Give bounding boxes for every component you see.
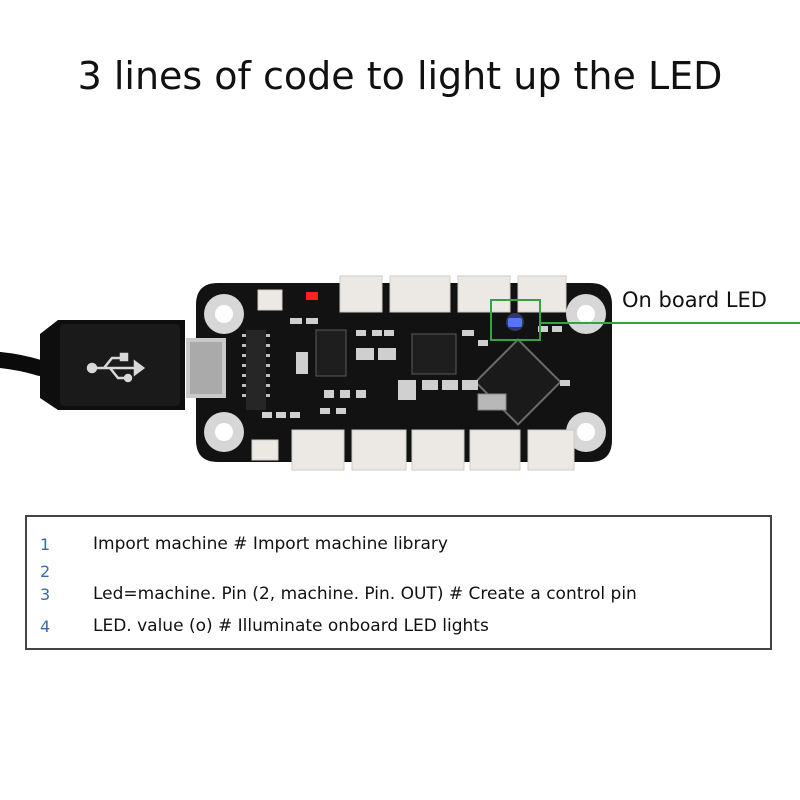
ic-chip-center — [411, 333, 457, 375]
line-number: 3 — [40, 584, 51, 604]
ic-chip-middle — [315, 329, 347, 377]
ic-chip-left — [242, 330, 270, 410]
button — [398, 380, 416, 400]
smd-components — [262, 318, 570, 418]
page-title: 3 lines of code to light up the LED — [77, 54, 723, 98]
mounting-hole-top-right — [566, 294, 606, 334]
line-number: 4 — [40, 616, 51, 636]
mounting-hole-bottom-right — [566, 412, 606, 452]
onboard-led-highlight-box — [490, 299, 541, 341]
mounting-hole-top-left — [204, 294, 244, 334]
line-number: 2 — [40, 561, 51, 581]
code-text: Led=machine. Pin (2, machine. Pin. OUT) … — [93, 584, 637, 604]
bottom-connectors — [251, 429, 575, 471]
line-number: 1 — [40, 534, 51, 554]
code-panel: 1 Import machine # Import machine librar… — [25, 515, 772, 650]
onboard-led-label: On board LED — [622, 288, 767, 312]
code-text: LED. value (o) # Illuminate onboard LED … — [93, 616, 489, 636]
code-text: Import machine # Import machine library — [93, 534, 448, 554]
usb-symbol-icon — [86, 352, 146, 383]
board-photo — [0, 275, 800, 471]
onboard-led — [508, 318, 522, 327]
usb-cable — [0, 352, 48, 376]
power-led — [306, 292, 318, 300]
mounting-hole-bottom-left — [204, 412, 244, 452]
top-connectors — [257, 275, 567, 313]
crystal — [477, 393, 507, 411]
